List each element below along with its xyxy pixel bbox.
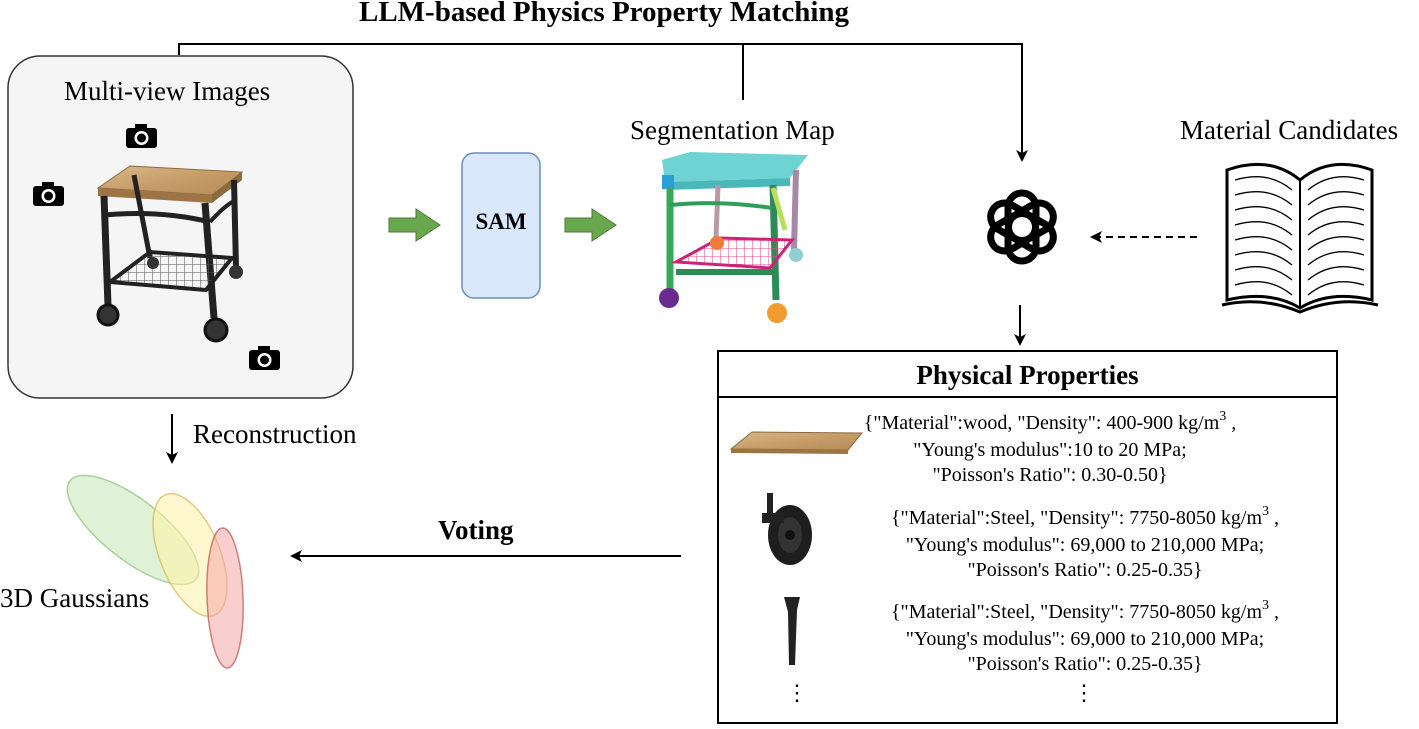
camera-icon bbox=[33, 182, 64, 206]
property-entry-wood: {"Material":wood, "Density": 400-900 kg/… bbox=[863, 409, 1237, 486]
voting-label: Voting bbox=[438, 515, 514, 545]
open-book-icon bbox=[1221, 162, 1379, 314]
wood-top-thumbnail bbox=[729, 431, 864, 454]
camera-icon bbox=[126, 124, 157, 148]
physical-properties-box bbox=[717, 350, 1338, 724]
right-arrow-icon bbox=[564, 208, 617, 242]
property-entry-wheel: {"Material":Steel, "Density": 7750-8050 … bbox=[890, 504, 1280, 581]
reconstruction-label: Reconstruction bbox=[193, 419, 357, 449]
gaussian-ellipses bbox=[66, 474, 244, 669]
openai-logo-icon bbox=[987, 189, 1057, 265]
property-entry-leg: {"Material":Steel, "Density": 7750-8050 … bbox=[890, 598, 1280, 675]
segmentation-title: Segmentation Map bbox=[630, 115, 835, 145]
property-ellipsis: ⋮ bbox=[1073, 680, 1095, 705]
cart-image bbox=[96, 165, 244, 343]
gaussians-label: 3D Gaussians bbox=[0, 583, 150, 613]
diagram-title: LLM-based Physics Property Matching bbox=[359, 0, 850, 28]
multiview-panel bbox=[7, 55, 354, 399]
multiview-title: Multi-view Images bbox=[64, 76, 271, 106]
material-candidates-title: Material Candidates bbox=[1180, 115, 1399, 145]
physical-properties-title: Physical Properties bbox=[916, 360, 1139, 390]
sam-label: SAM bbox=[475, 209, 527, 234]
leg-thumbnail bbox=[784, 597, 800, 665]
segmentation-map-image bbox=[659, 152, 808, 323]
llm-matching-connector bbox=[178, 43, 1028, 162]
sam-box bbox=[461, 152, 541, 299]
wheel-thumbnail bbox=[762, 493, 812, 565]
right-arrow-icon bbox=[388, 208, 441, 242]
camera-icon bbox=[249, 346, 280, 370]
thumbnail-ellipsis: ⋮ bbox=[786, 680, 808, 705]
